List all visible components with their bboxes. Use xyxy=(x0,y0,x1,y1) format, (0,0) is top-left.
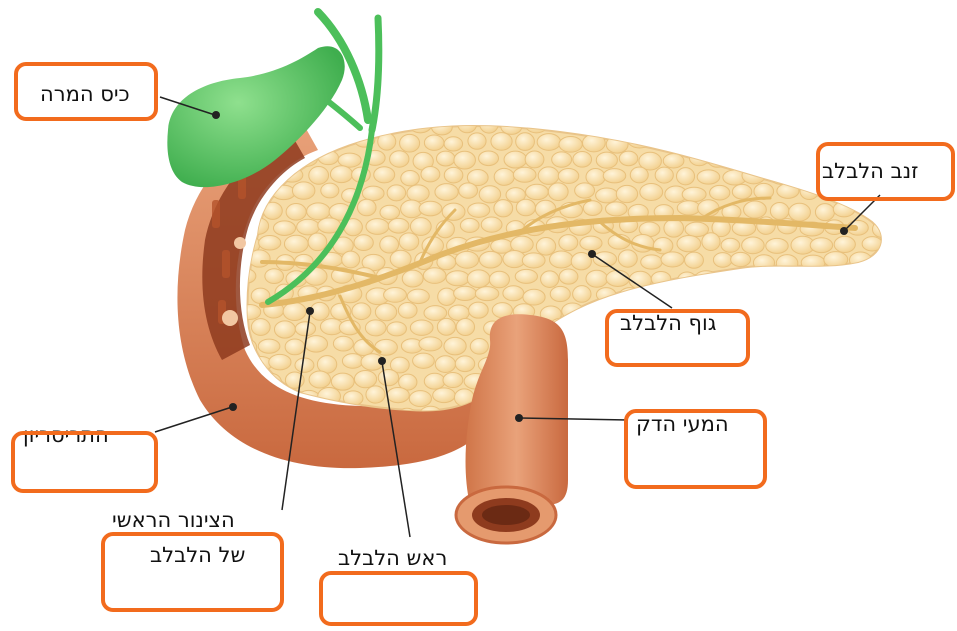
answer-box-pancreas-head[interactable] xyxy=(319,571,478,626)
answer-box-gallbladder[interactable] xyxy=(14,62,158,121)
answer-box-small-intestine[interactable] xyxy=(624,409,767,489)
label-main-duct-line1: הצינור הראשי xyxy=(112,510,235,531)
answer-box-duodenum[interactable] xyxy=(11,431,158,493)
answer-box-main-duct[interactable] xyxy=(101,532,284,612)
answer-box-pancreas-body[interactable] xyxy=(605,309,750,367)
label-pancreas-head: ראש הלבלב xyxy=(338,548,447,569)
answer-box-pancreas-tail[interactable] xyxy=(816,142,955,201)
